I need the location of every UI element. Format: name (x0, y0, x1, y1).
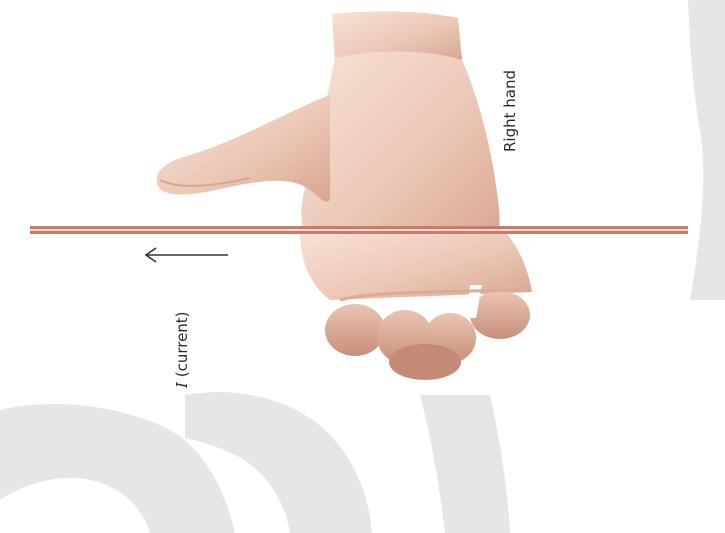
arrow-left-icon (146, 248, 228, 262)
current-label: I (current) (173, 311, 191, 388)
current-text: (current) (173, 311, 191, 377)
right-hand-label: Right hand (501, 70, 519, 152)
wire (30, 226, 688, 234)
current-symbol: I (173, 382, 191, 388)
right-hand-icon (157, 11, 532, 380)
